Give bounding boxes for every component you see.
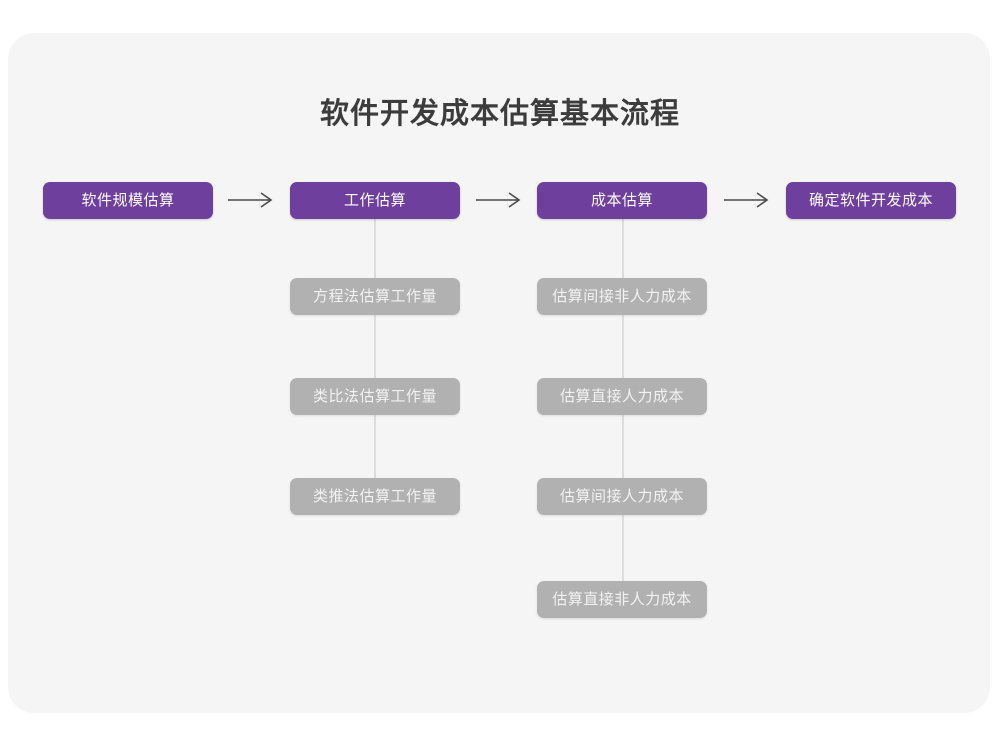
stage-label: 工作估算	[343, 192, 406, 209]
branch-label: 方程法估算工作量	[312, 288, 437, 305]
branch-box-analogical-method-effort[interactable]: 类推法估算工作量	[290, 478, 460, 515]
stage-label: 软件规模估算	[81, 192, 175, 209]
stage-box-determine-development-cost[interactable]: 确定软件开发成本	[786, 182, 956, 219]
branch-box-indirect-nonlabor-cost[interactable]: 估算间接非人力成本	[537, 278, 707, 315]
branch-box-analogy-method-effort[interactable]: 类比法估算工作量	[290, 378, 460, 415]
arrow-stage1-to-stage2-icon	[228, 189, 276, 211]
stage-box-work-estimation[interactable]: 工作估算	[290, 182, 460, 219]
branch-box-direct-nonlabor-cost[interactable]: 估算直接非人力成本	[537, 581, 707, 618]
branch-label: 估算直接非人力成本	[552, 591, 692, 608]
arrow-stage3-to-stage4-icon	[724, 189, 772, 211]
stage-box-software-scale-estimation[interactable]: 软件规模估算	[43, 182, 213, 219]
branch-box-direct-labor-cost[interactable]: 估算直接人力成本	[537, 378, 707, 415]
stage-box-cost-estimation[interactable]: 成本估算	[537, 182, 707, 219]
connector-work-branch	[374, 219, 376, 497]
page-title: 软件开发成本估算基本流程	[319, 98, 680, 130]
branch-label: 估算间接人力成本	[559, 488, 684, 505]
diagram-card	[8, 33, 990, 713]
branch-box-equation-method-effort[interactable]: 方程法估算工作量	[290, 278, 460, 315]
stage-label: 确定软件开发成本	[808, 192, 933, 209]
arrow-stage2-to-stage3-icon	[476, 189, 524, 211]
branch-label: 类比法估算工作量	[312, 388, 437, 405]
branch-box-indirect-labor-cost[interactable]: 估算间接人力成本	[537, 478, 707, 515]
stage-label: 成本估算	[590, 192, 653, 209]
branch-label: 类推法估算工作量	[312, 488, 437, 505]
branch-label: 估算直接人力成本	[559, 388, 684, 405]
branch-label: 估算间接非人力成本	[552, 288, 692, 305]
